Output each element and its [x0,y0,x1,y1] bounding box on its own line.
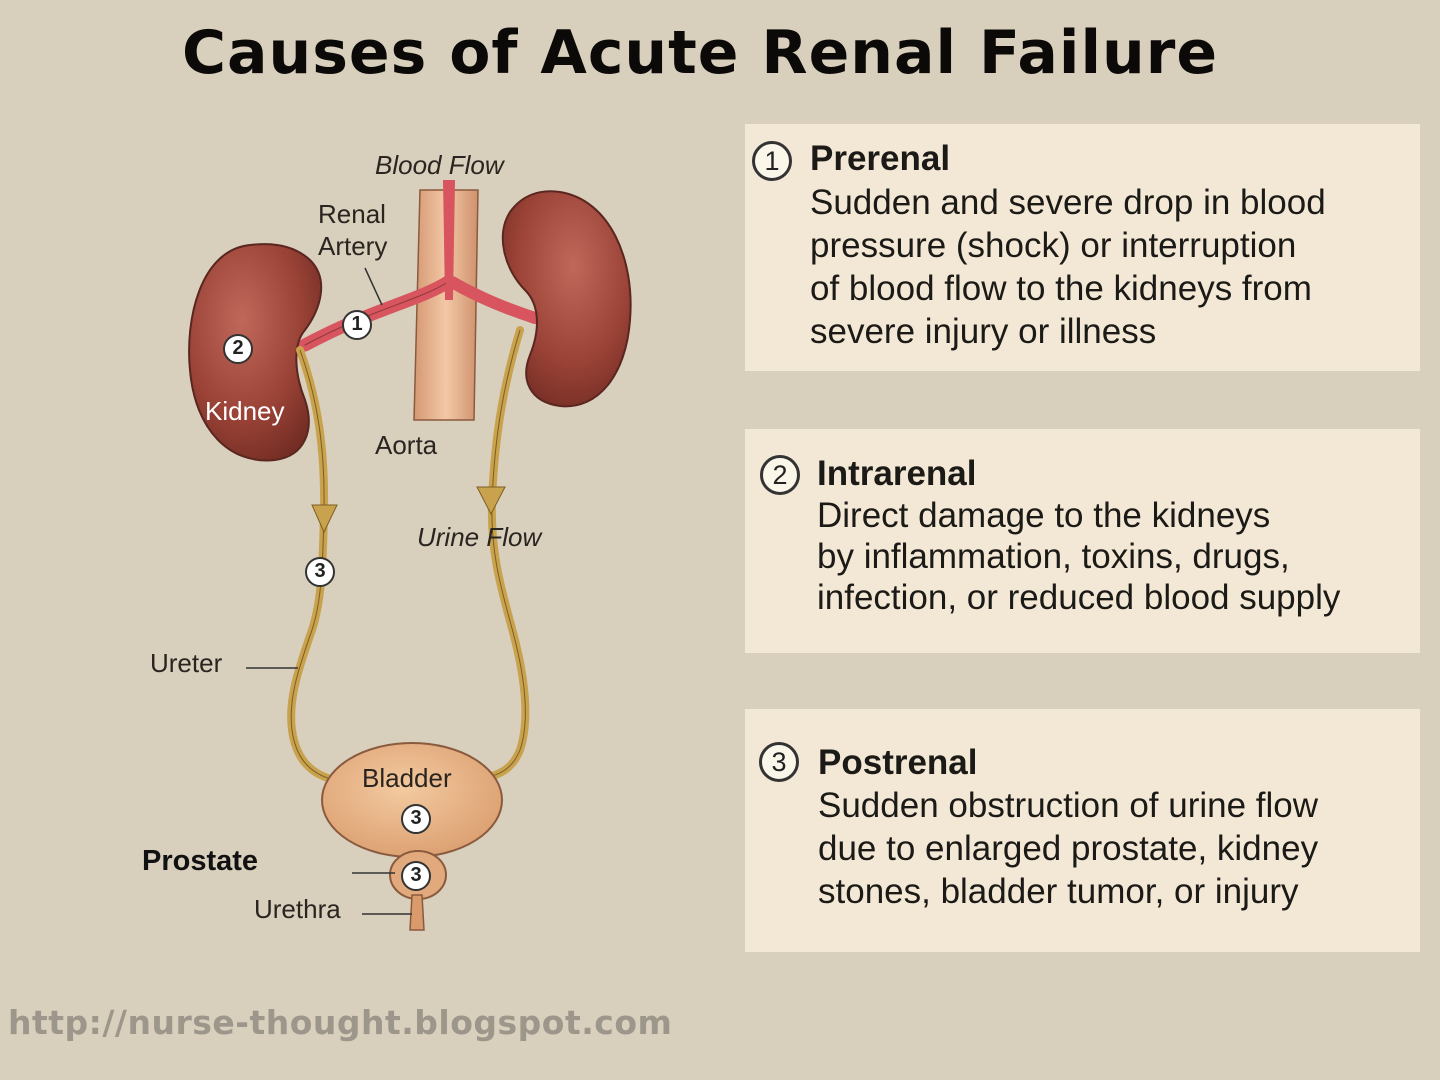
marker-postrenal-prostate: 3 [401,861,431,891]
urethra-label: Urethra [254,894,341,924]
left-kidney [188,243,323,462]
left-renal-artery-outline [304,281,449,346]
renal-artery-label: Renal Artery [318,199,388,261]
aorta [413,189,479,421]
aorta-label: Aorta [375,430,438,460]
prerenal-number: 1 [752,141,792,181]
prerenal-description: Sudden and severe drop in blood pressure… [810,183,1326,351]
marker-postrenal-bladder: 3 [401,804,431,834]
marker-intrarenal: 2 [223,334,253,364]
intrarenal-title: Intrarenal [817,454,977,493]
prerenal-title: Prerenal [810,139,951,178]
urinary-system-diagram [188,180,632,931]
postrenal-number: 3 [759,742,799,782]
urethra [409,894,425,931]
bladder-label: Bladder [362,763,452,793]
prerenal-panel: 1 Prerenal Sudden and severe drop in blo… [745,124,1420,371]
blood-flow-label: Blood Flow [375,150,504,180]
page-title: Causes of Acute Renal Failure [181,18,1219,88]
postrenal-description: Sudden obstruction of urine flow due to … [818,786,1319,911]
urine-flow-label: Urine Flow [417,522,542,552]
aorta-blood-stream [443,180,455,300]
marker-postrenal-ureter: 3 [305,557,335,587]
intrarenal-description: Direct damage to the kidneys by inflamma… [817,496,1341,617]
prostate-label: Prostate [142,845,259,877]
source-url: http://nurse-thought.blogspot.com [8,1003,673,1042]
kidney-label: Kidney [205,396,285,426]
right-urine-arrow [476,486,506,516]
right-kidney [501,190,632,408]
bladder [321,742,503,858]
intrarenal-panel: 2 Intrarenal Direct damage to the kidney… [745,429,1420,653]
right-ureter [481,326,530,782]
right-renal-artery [446,276,541,324]
renal-artery-leader [364,267,383,306]
postrenal-title: Postrenal [818,743,978,782]
ureter-label: Ureter [150,648,223,678]
intrarenal-number: 2 [760,455,800,495]
marker-prerenal: 1 [342,310,372,340]
postrenal-panel: 3 Postrenal Sudden obstruction of urine … [745,709,1420,952]
left-urine-arrow [311,504,338,534]
